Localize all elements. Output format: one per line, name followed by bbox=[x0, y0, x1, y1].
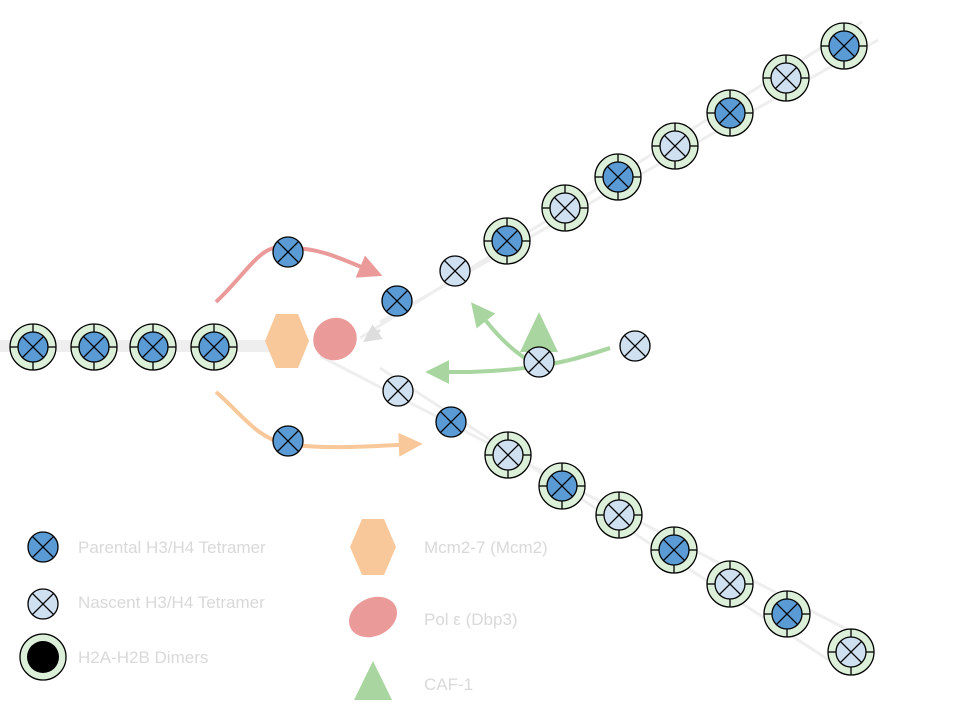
leading-strand-nucleosome bbox=[651, 122, 699, 170]
leading-strand-nucleosome bbox=[483, 217, 531, 265]
dna-arrow-tip bbox=[363, 324, 383, 343]
pol-ellipse bbox=[313, 317, 357, 361]
parental-strand-nucleosome bbox=[129, 323, 177, 371]
lagging-strand-nucleosome bbox=[706, 560, 754, 608]
free-parental-tetramer bbox=[272, 236, 304, 268]
free-tetramers bbox=[272, 236, 651, 457]
free-nascent-tetramer bbox=[439, 255, 471, 287]
legend-parental-label: Parental H3/H4 Tetramer bbox=[78, 538, 266, 557]
leading-strand-nucleosome bbox=[762, 54, 810, 102]
leading-strand-nucleosome bbox=[541, 184, 589, 232]
legend-caf-label: CAF-1 bbox=[424, 675, 473, 694]
parental-strand-nucleosome bbox=[190, 323, 238, 371]
legend: Parental H3/H4 Tetramer Nascent H3/H4 Te… bbox=[19, 519, 548, 700]
legend-dimer-icon bbox=[19, 633, 67, 681]
lagging-strand-nucleosome bbox=[827, 628, 875, 676]
legend-nascent-icon bbox=[27, 588, 59, 620]
mcm-hexagon bbox=[265, 314, 309, 368]
legend-nascent-label: Nascent H3/H4 Tetramer bbox=[78, 593, 265, 612]
parental-strand-nucleosome bbox=[9, 323, 57, 371]
free-parental-tetramer bbox=[381, 285, 413, 317]
legend-dimers-label: H2A-H2B Dimers bbox=[78, 648, 208, 667]
lagging-strand-nucleosome bbox=[763, 590, 811, 638]
leading-strand-nucleosome bbox=[594, 153, 642, 201]
free-parental-tetramer bbox=[435, 406, 467, 438]
legend-parental-icon bbox=[27, 531, 59, 563]
caf-triangle bbox=[520, 312, 558, 352]
free-nascent-tetramer bbox=[619, 330, 651, 362]
free-nascent-tetramer bbox=[523, 346, 555, 378]
legend-pol-label: Pol ε (Dbp3) bbox=[424, 610, 518, 629]
caf-arrow-to-lagging bbox=[425, 346, 611, 384]
leading-strand-nucleosome bbox=[706, 89, 754, 137]
leading-strand-nucleosome bbox=[820, 22, 868, 70]
lagging-strand-nucleosome bbox=[595, 491, 643, 539]
parental-strand-nucleosome bbox=[70, 323, 118, 371]
legend-mcm-label: Mcm2-7 (Mcm2) bbox=[424, 538, 548, 557]
lagging-strand-nucleosome bbox=[650, 526, 698, 574]
legend-pol-icon bbox=[348, 596, 398, 638]
nucleosomes bbox=[9, 22, 875, 676]
lagging-strand-nucleosome bbox=[538, 462, 586, 510]
free-nascent-tetramer bbox=[382, 375, 414, 407]
legend-caf-icon bbox=[354, 661, 392, 700]
lagging-strand-nucleosome bbox=[484, 431, 532, 479]
replisome bbox=[265, 312, 558, 368]
free-parental-tetramer bbox=[272, 425, 304, 457]
legend-mcm-icon bbox=[350, 519, 396, 575]
